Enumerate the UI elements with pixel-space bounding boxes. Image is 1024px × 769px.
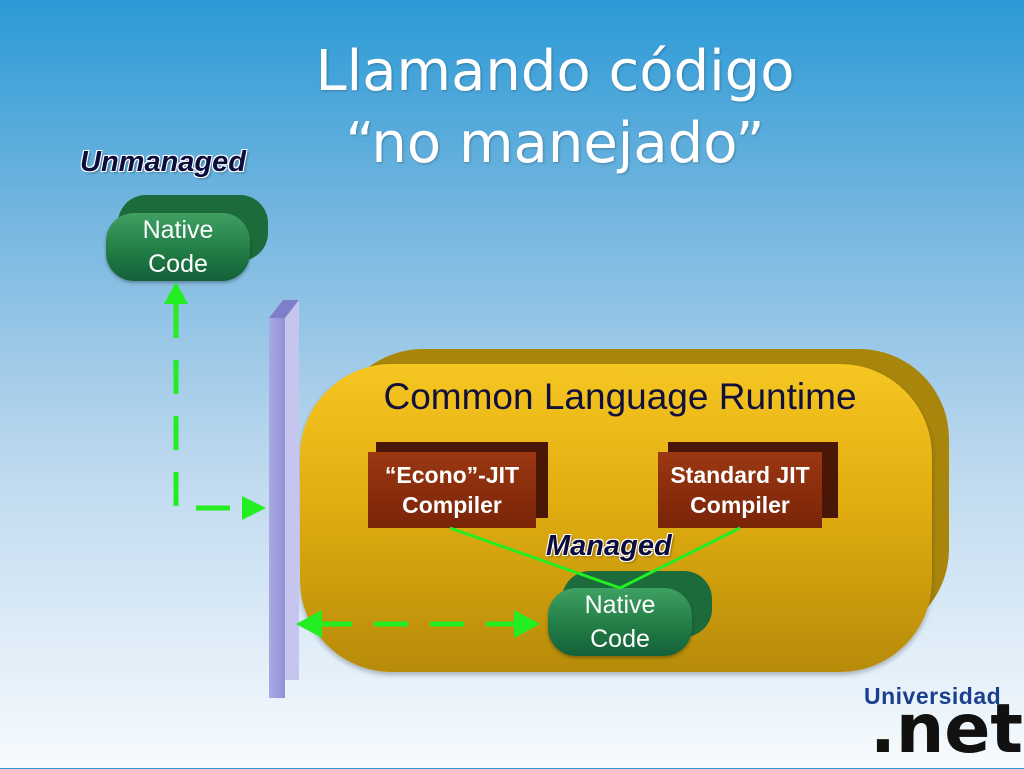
boundary-wall-side [285,300,299,680]
call-to-unmanaged-arrow [173,290,230,511]
net-logo: .net [870,690,1023,769]
managed-native-code-line-2: Code [590,625,650,653]
unmanaged-arrowhead-up [164,282,188,304]
managed-arrowhead-left [296,610,322,638]
standard-jit-connector [619,526,741,590]
managed-native-code-line-1: Native [584,591,656,619]
econo-jit-connector [449,526,621,590]
managed-label: Managed [546,530,672,562]
unmanaged-native-code-line-2: Code [148,250,208,278]
boundary-wall [269,318,285,698]
econo-jit-line-2: Compiler [402,492,502,518]
managed-native-code-pill: Native Code [548,588,692,656]
unmanaged-native-code-line-1: Native [142,216,214,244]
standard-jit-line-2: Compiler [690,492,790,518]
wall-arrowhead-right [242,496,266,520]
econo-jit-line-1: “Econo”-JIT [384,462,520,488]
slide-title-line-2: “no manejado” [345,111,765,176]
slide-title: Llamando código “no manejado” [300,36,810,180]
clr-title: Common Language Runtime [383,376,857,417]
managed-arrowhead-right [514,610,540,638]
unmanaged-label: Unmanaged [80,146,246,178]
standard-jit-compiler-box: Standard JIT Compiler [658,452,822,528]
universidad-logo-text: Universidad [864,683,1001,710]
standard-jit-line-1: Standard JIT [670,462,810,488]
slide-title-line-1: Llamando código [315,39,795,104]
econo-jit-compiler-box: “Econo”-JIT Compiler [368,452,536,528]
unmanaged-native-code-pill: Native Code [106,213,250,281]
